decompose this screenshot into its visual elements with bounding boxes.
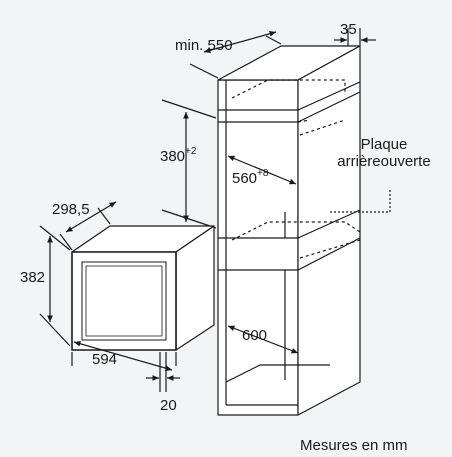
dim-appliance-height <box>39 225 71 347</box>
label-cabinet-depth: min. 550 <box>175 37 233 54</box>
note-back-plate-line2: arrièreouverte <box>337 153 431 170</box>
dim-front-gap <box>146 352 180 392</box>
niche-height-tolerance: +2 <box>185 146 197 157</box>
label-niche-depth: 600 <box>242 327 268 344</box>
tall-cabinet <box>217 45 391 416</box>
niche-height-value: 380 <box>160 148 186 165</box>
dim-appliance-depth <box>59 201 117 251</box>
niche-width-tolerance: +8 <box>257 168 269 179</box>
label-appliance-width: 594 <box>92 351 118 368</box>
label-appliance-depth: 298,5 <box>52 201 90 218</box>
units-caption: Mesures en mm <box>300 437 408 454</box>
dim-appliance-width <box>71 341 177 371</box>
label-niche-height: 380+2 <box>160 146 197 165</box>
niche-width-value: 560 <box>232 170 258 187</box>
dim-niche-width <box>227 155 297 185</box>
dim-cabinet-depth <box>189 30 282 79</box>
dim-niche-height <box>161 99 217 229</box>
note-back-plate-line1: Plaque <box>360 136 408 153</box>
dim-niche-depth <box>227 325 299 354</box>
appliance <box>71 225 215 351</box>
label-front-gap: 20 <box>160 397 177 414</box>
label-niche-width: 560+8 <box>232 168 269 187</box>
label-appliance-height: 382 <box>20 269 46 286</box>
dim-side-wall <box>334 28 376 46</box>
label-side-wall: 35 <box>340 21 357 38</box>
note-back-plate: Plaque arrièreouverte <box>318 136 450 170</box>
